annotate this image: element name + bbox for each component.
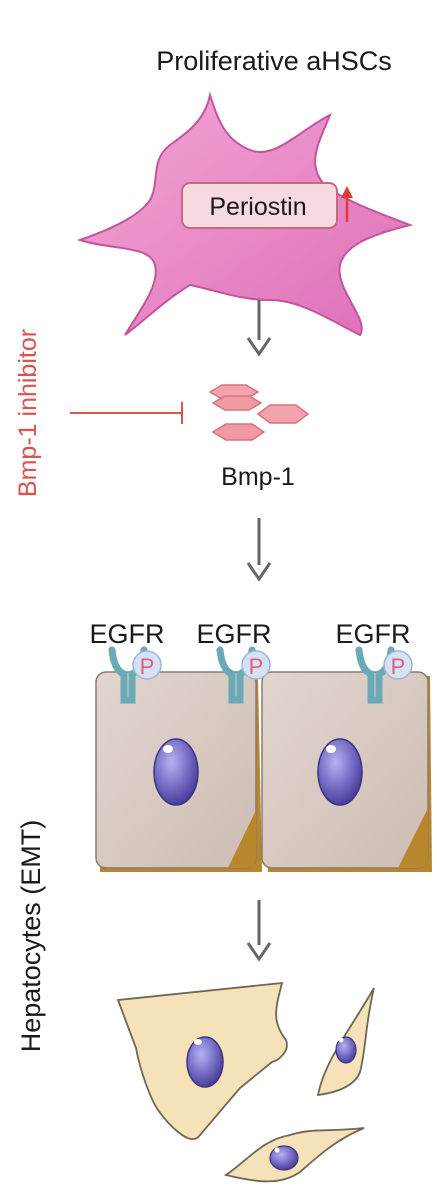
bmp1-inhibitor-label: Bmp-1 inhibitor — [14, 329, 42, 497]
egfr-receptor-3: P — [355, 646, 413, 704]
egfr-label-2: EGFR — [196, 619, 271, 649]
phospho-circle-3 — [383, 650, 413, 680]
periostin-box — [181, 182, 338, 229]
title-proliferative-ahscs: Proliferative aHSCs — [156, 46, 392, 76]
phospho-label-1: P — [140, 654, 155, 679]
mesenchymal-cell-large — [116, 981, 288, 1140]
egfr-receptor-2: P — [216, 646, 271, 704]
mesenchymal-cell-small-2 — [223, 1127, 365, 1183]
periostin-label: Periostin — [209, 193, 306, 221]
arrow-down-3-head — [246, 942, 272, 962]
hepatocyte-cell-1 — [95, 671, 262, 872]
phospho-label-2: P — [249, 654, 264, 679]
phospho-circle-1 — [132, 650, 162, 680]
hepatocytes-emt-label: Hepatocytes (EMT) — [16, 820, 46, 1053]
up-arrow-head — [341, 186, 353, 198]
mesenchymal-cell-small-1 — [316, 987, 375, 1097]
egfr-label-1: EGFR — [89, 619, 164, 649]
hepatocyte-cell-2 — [261, 671, 432, 872]
phospho-circle-2 — [241, 650, 271, 680]
arrow-down-1-head — [246, 337, 272, 357]
phospho-label-3: P — [391, 654, 406, 679]
arrow-down-2-head — [246, 562, 272, 582]
bmp1-molecules — [208, 384, 310, 441]
egfr-label-3: EGFR — [335, 619, 410, 649]
egfr-receptor-1: P — [108, 646, 162, 704]
bmp1-label: Bmp-1 — [221, 463, 295, 491]
